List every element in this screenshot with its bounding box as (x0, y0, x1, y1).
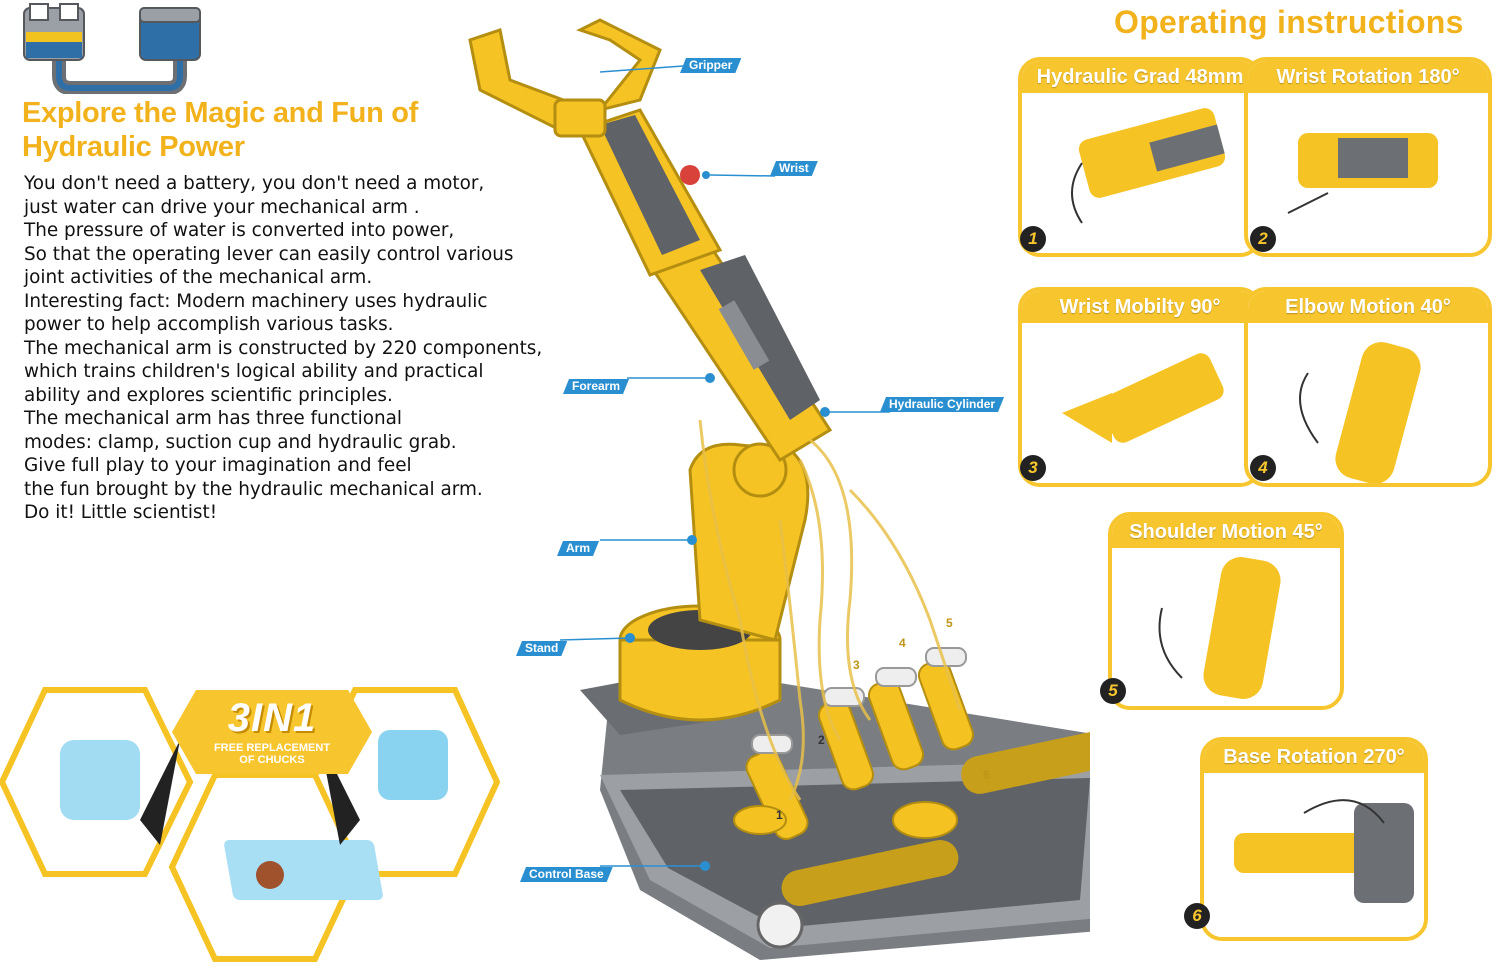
body-line: just water can drive your mechanical arm… (24, 196, 420, 218)
headline-line: Explore the Magic and Fun of (22, 97, 419, 129)
robotic-arm-illustration (468, 18, 1090, 960)
instruction-number: 2 (1250, 226, 1276, 252)
three-in-one-title: 3IN1 (227, 696, 317, 740)
instruction-card-label: Elbow Motion 40° (1248, 291, 1488, 323)
shoulder-motion-illustration (1158, 557, 1281, 699)
instruction-card-label: Shoulder Motion 45° (1112, 516, 1340, 548)
headline-line: Hydraulic Power (22, 131, 245, 163)
intro-body: You don't need a battery, you don't need… (24, 172, 584, 525)
body-line: Do it! Little scientist! (24, 502, 218, 523)
three-in-one-subtitle: FREE REPLACEMENT (213, 742, 331, 754)
body-line: So that the operating lever can easily c… (24, 243, 514, 265)
callout-stand: Stand (516, 641, 567, 656)
body-line: The pressure of water is converted into … (24, 220, 455, 241)
control-number: 6 (983, 768, 990, 782)
gripper-claw (468, 18, 662, 138)
instruction-card: Shoulder Motion 45° (1108, 512, 1344, 710)
instruction-number: 5 (1100, 678, 1126, 704)
callout-arm: Arm (557, 541, 599, 556)
instruction-card: Base Rotation 270° (1200, 737, 1428, 941)
base-rotation-illustration (1234, 799, 1414, 903)
control-number: 4 (899, 636, 906, 650)
body-line: ability and explores scientific principl… (24, 384, 393, 406)
callout-wrist: Wrist (770, 161, 818, 176)
hydraulic-syringe-icon (23, 3, 201, 94)
body-line: modes: clamp, suction cup and hydraulic … (24, 431, 457, 453)
instruction-card: Hydraulic Grad 48mm (1018, 57, 1262, 257)
hydraulic-grab-illustration (1071, 108, 1226, 224)
instruction-card: Wrist Mobilty 90° (1018, 287, 1262, 487)
callout-control-base: Control Base (520, 867, 613, 882)
body-line: The mechanical arm is constructed by 220… (24, 337, 543, 359)
instruction-card-label: Base Rotation 270° (1204, 741, 1424, 773)
body-line: power to help accomplish various tasks. (24, 314, 394, 335)
elbow-motion-illustration (1299, 342, 1421, 483)
instruction-number: 3 (1020, 455, 1046, 481)
instruction-card: Elbow Motion 40° (1244, 287, 1492, 487)
control-number: 3 (853, 658, 860, 672)
body-line: the fun brought by the hydraulic mechani… (24, 478, 483, 500)
control-number: 5 (946, 616, 953, 630)
body-line: The mechanical arm has three functional (24, 408, 403, 429)
body-line: Give full play to your imagination and f… (24, 455, 412, 476)
instruction-number: 4 (1250, 455, 1276, 481)
body-line: which trains children's logical ability … (24, 361, 484, 382)
body-line: You don't need a battery, you don't need… (24, 173, 485, 194)
intro-headline: Explore the Magic and Fun of Hydraulic P… (22, 96, 482, 164)
body-line: joint activities of the mechanical arm. (24, 267, 373, 288)
callout-gripper: Gripper (680, 58, 741, 73)
control-number: 2 (818, 733, 825, 747)
wrist-mobility-illustration (1062, 353, 1224, 443)
wrist-rotation-illustration (1287, 133, 1438, 214)
three-in-one-badge: 3IN1 FREE REPLACEMENT OF CHUCKS (172, 690, 372, 774)
callout-hydraulic-cylinder: Hydraulic Cylinder (880, 397, 1004, 412)
three-in-one-subtitle: OF CHUCKS (239, 754, 305, 766)
callout-forearm: Forearm (563, 379, 629, 394)
body-line: Interesting fact: Modern machinery uses … (24, 290, 488, 312)
instruction-card-label: Wrist Mobilty 90° (1022, 291, 1258, 323)
control-number: 1 (776, 808, 783, 822)
instruction-number: 6 (1184, 903, 1210, 929)
instruction-card-label: Wrist Rotation 180° (1248, 61, 1488, 93)
instruction-card: Wrist Rotation 180° (1244, 57, 1492, 257)
operating-instructions-title: Operating instructions (1114, 4, 1464, 40)
instruction-number: 1 (1020, 226, 1046, 252)
instruction-card-label: Hydraulic Grad 48mm (1022, 61, 1258, 93)
